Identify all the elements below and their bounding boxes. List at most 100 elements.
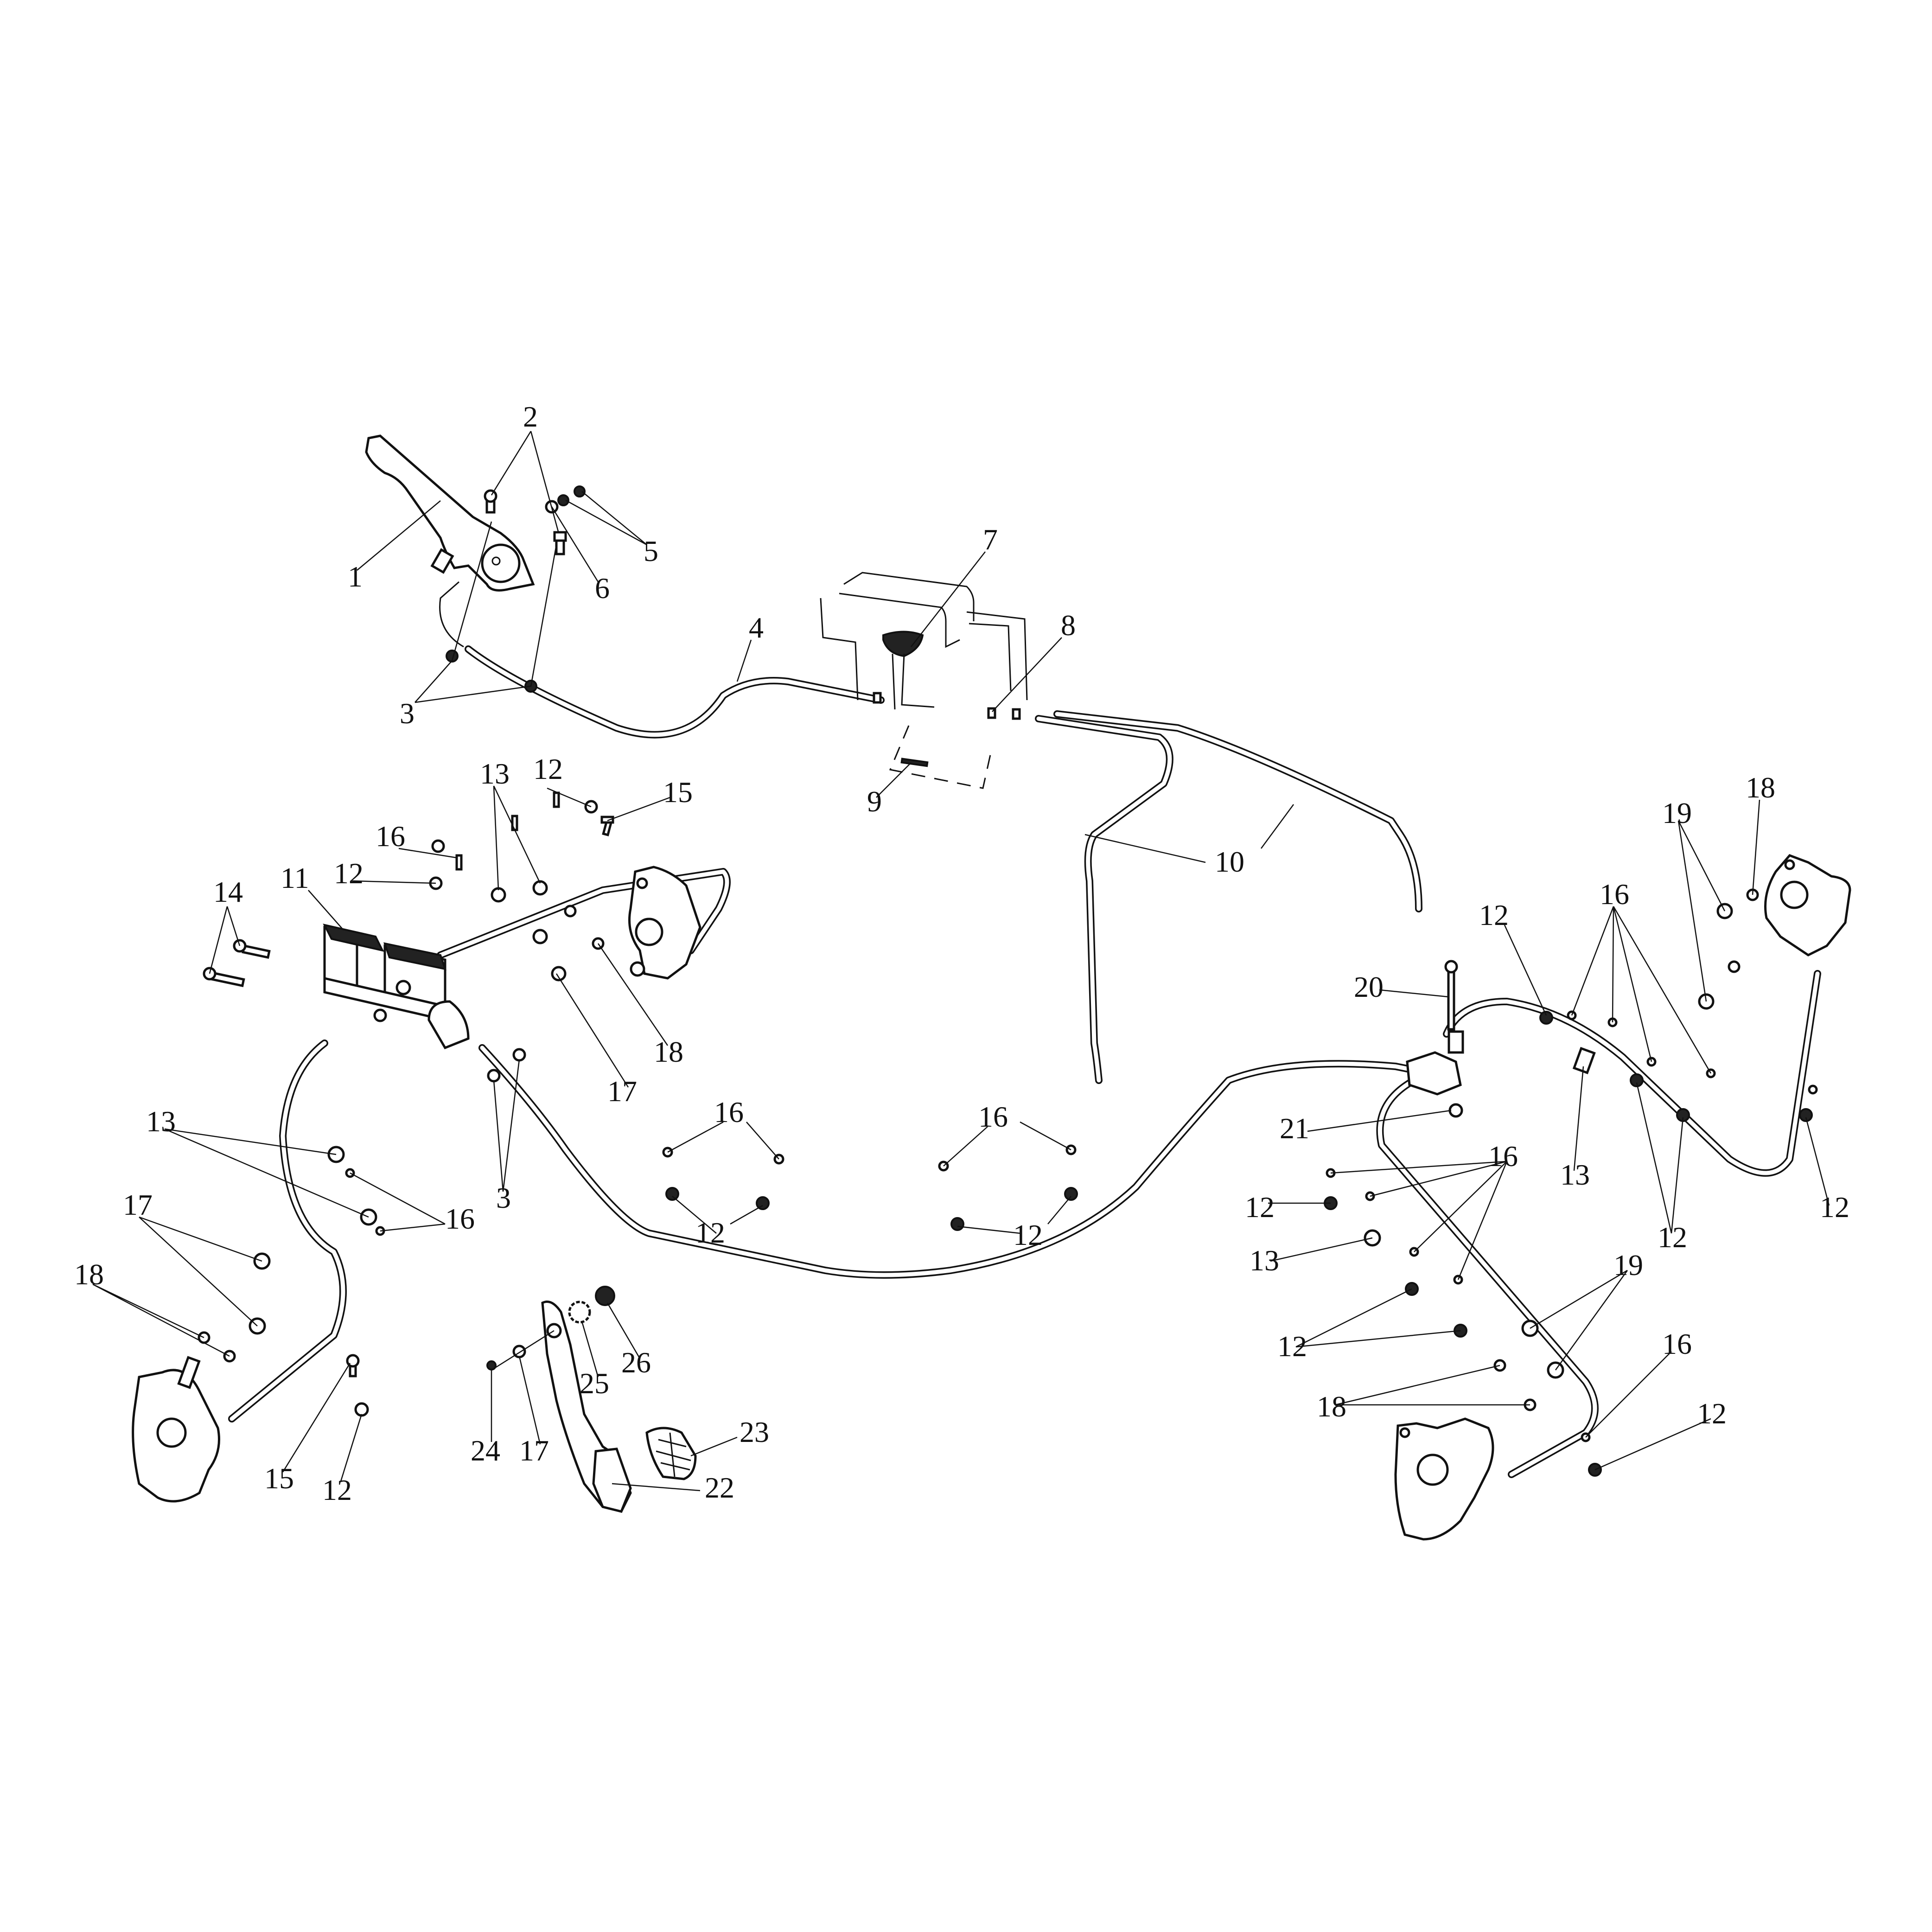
callout-18: 18 xyxy=(1317,1390,1346,1423)
brake-line-front-right xyxy=(437,868,731,959)
leader-lines xyxy=(92,431,1830,1492)
callout-15: 15 xyxy=(264,1462,294,1495)
bolt-2-b xyxy=(553,531,567,555)
callout-20: 20 xyxy=(1354,970,1384,1003)
brake-line-rear-right xyxy=(1443,970,1821,1177)
nut-3-c xyxy=(487,1069,501,1083)
nut-5-a xyxy=(557,494,569,506)
clip-12-d xyxy=(756,1196,770,1210)
clip-12-k xyxy=(354,1402,369,1417)
clip-13-a xyxy=(491,887,506,903)
screw-15-b xyxy=(346,1354,360,1377)
callout-15: 15 xyxy=(663,776,693,809)
callout-13: 13 xyxy=(1250,1244,1279,1277)
screw-16-n xyxy=(1808,1084,1818,1095)
callout-17: 17 xyxy=(123,1188,153,1221)
clamp-13-e xyxy=(1572,1046,1596,1074)
clip-12-c xyxy=(665,1187,679,1201)
callout-4: 4 xyxy=(749,611,764,644)
callout-19: 19 xyxy=(1613,1249,1643,1282)
callout-19: 19 xyxy=(1662,797,1692,829)
screw-16-b xyxy=(511,815,518,831)
nut-3-d xyxy=(512,1048,526,1062)
distribution-block xyxy=(1406,960,1464,1118)
callout-2: 2 xyxy=(523,400,538,433)
nut-3-a xyxy=(446,650,459,663)
brake-line-rear-left xyxy=(1376,1077,1599,1478)
callout-16: 16 xyxy=(1600,878,1629,911)
callout-16: 16 xyxy=(1662,1327,1692,1360)
brake-pedal xyxy=(541,1301,632,1513)
callout-18: 18 xyxy=(74,1258,104,1291)
bolt-17-b xyxy=(551,966,567,982)
bolt-14-a xyxy=(233,939,271,959)
screw-15-a xyxy=(600,816,614,836)
callout-21: 21 xyxy=(1280,1112,1309,1145)
nut-21 xyxy=(1448,1103,1463,1118)
callout-12: 12 xyxy=(1245,1191,1275,1224)
clip-13-b xyxy=(532,880,548,896)
rear-left-caliper xyxy=(1394,1417,1494,1541)
callout-13: 13 xyxy=(146,1105,176,1138)
pedal-pad xyxy=(645,1427,697,1480)
clip-12-g xyxy=(1539,1011,1553,1025)
bolt-20-head xyxy=(1444,960,1458,974)
callout-25: 25 xyxy=(580,1367,609,1400)
equalizer-bracket xyxy=(820,572,1028,789)
callout-8: 8 xyxy=(1061,609,1076,642)
callout-13: 13 xyxy=(1560,1158,1590,1191)
callout-12: 12 xyxy=(695,1216,725,1249)
callout-1: 1 xyxy=(348,560,363,593)
callout-3: 3 xyxy=(400,697,414,730)
callout-18: 18 xyxy=(654,1035,683,1068)
callout-24: 24 xyxy=(471,1434,500,1467)
screw-16-c xyxy=(553,791,560,808)
equalizer-plate xyxy=(882,631,924,657)
callout-3: 3 xyxy=(496,1181,511,1214)
lock-washer-25 xyxy=(568,1301,591,1324)
callout-12: 12 xyxy=(1820,1191,1849,1224)
callout-12: 12 xyxy=(1013,1218,1043,1251)
callout-12: 12 xyxy=(533,752,563,785)
callout-13: 13 xyxy=(480,757,510,790)
master-cylinder xyxy=(323,924,470,1050)
callout-12: 12 xyxy=(1277,1330,1307,1363)
brake-line-front-left xyxy=(228,1039,347,1422)
callout-7: 7 xyxy=(983,523,998,556)
callout-16: 16 xyxy=(1488,1140,1518,1173)
callout-6: 6 xyxy=(595,572,610,605)
clip-12-j xyxy=(1799,1108,1813,1122)
callout-12: 12 xyxy=(1658,1221,1687,1254)
clip-12-e xyxy=(950,1217,964,1231)
rear-right-caliper xyxy=(1764,854,1851,956)
bolt-2-a xyxy=(484,489,497,514)
brake-line-main xyxy=(478,1044,1422,1279)
callout-12: 12 xyxy=(322,1473,352,1506)
callout-26: 26 xyxy=(621,1346,651,1379)
callout-12: 12 xyxy=(1479,899,1509,931)
callout-16: 16 xyxy=(376,820,405,853)
front-left-caliper xyxy=(132,1356,220,1503)
callout-23: 23 xyxy=(740,1416,769,1448)
nut-5-b xyxy=(574,485,586,497)
callout-12: 12 xyxy=(334,857,363,890)
callout-16: 16 xyxy=(978,1100,1008,1133)
front-right-caliper xyxy=(628,866,701,980)
washer-18-a xyxy=(564,905,577,918)
callout-17: 17 xyxy=(607,1075,637,1108)
clip-12-h xyxy=(1630,1073,1644,1087)
bolt-17-a xyxy=(532,929,548,944)
washer-18-f xyxy=(1728,960,1741,973)
callout-labels: 1 2 3 3 4 5 6 7 8 9 10 11 12 12 12 12 12… xyxy=(74,400,1849,1506)
return-spring-26 xyxy=(595,1286,615,1306)
callout-5: 5 xyxy=(644,535,658,567)
clip-12-a xyxy=(431,839,445,853)
bolt-14-b xyxy=(203,967,245,988)
callout-10: 10 xyxy=(1215,845,1244,878)
callout-12: 12 xyxy=(1697,1397,1727,1430)
callout-14: 14 xyxy=(213,875,243,908)
callout-18: 18 xyxy=(1746,771,1775,804)
screw-16-a xyxy=(455,854,463,871)
spring-9 xyxy=(900,758,929,767)
